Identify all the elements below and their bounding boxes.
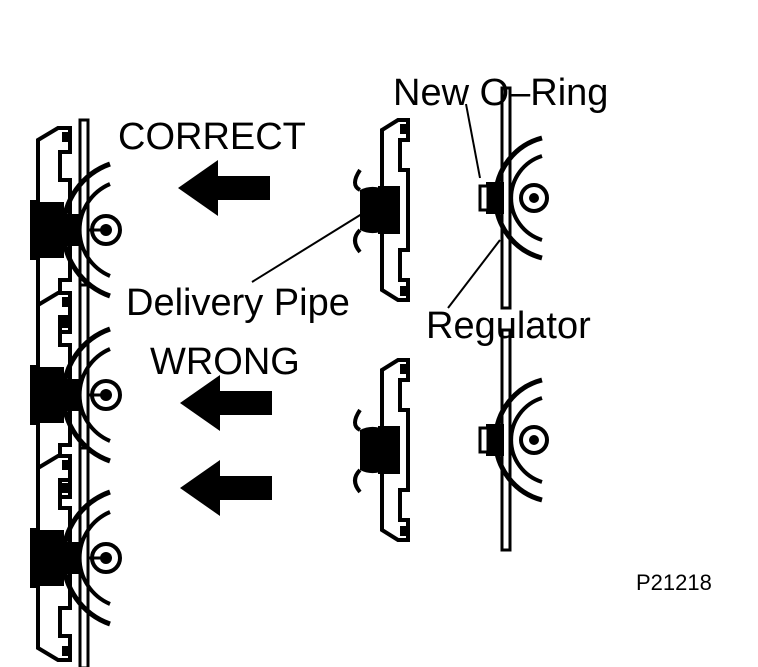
figure-code: P21218 — [636, 570, 712, 595]
label-correct: CORRECT — [118, 116, 306, 158]
arrow-wrong-2-icon — [180, 460, 272, 516]
label-new-o-ring: New O–Ring — [393, 72, 609, 114]
delivery-pipe-part-bottom — [353, 358, 410, 542]
arrow-wrong-1-icon — [180, 375, 272, 431]
label-wrong: WRONG — [150, 341, 300, 383]
regulator-part-bottom — [480, 330, 547, 550]
label-delivery-pipe: Delivery Pipe — [126, 282, 350, 324]
leader-delivery-pipe — [251, 211, 366, 283]
assembly-wrong-2 — [30, 448, 120, 667]
regulator-part-top — [480, 88, 547, 308]
label-regulator: Regulator — [426, 305, 591, 347]
arrow-correct-icon — [178, 160, 270, 216]
leader-o-ring — [465, 103, 481, 179]
delivery-pipe-part-top — [353, 118, 410, 302]
leader-regulator — [447, 239, 501, 309]
